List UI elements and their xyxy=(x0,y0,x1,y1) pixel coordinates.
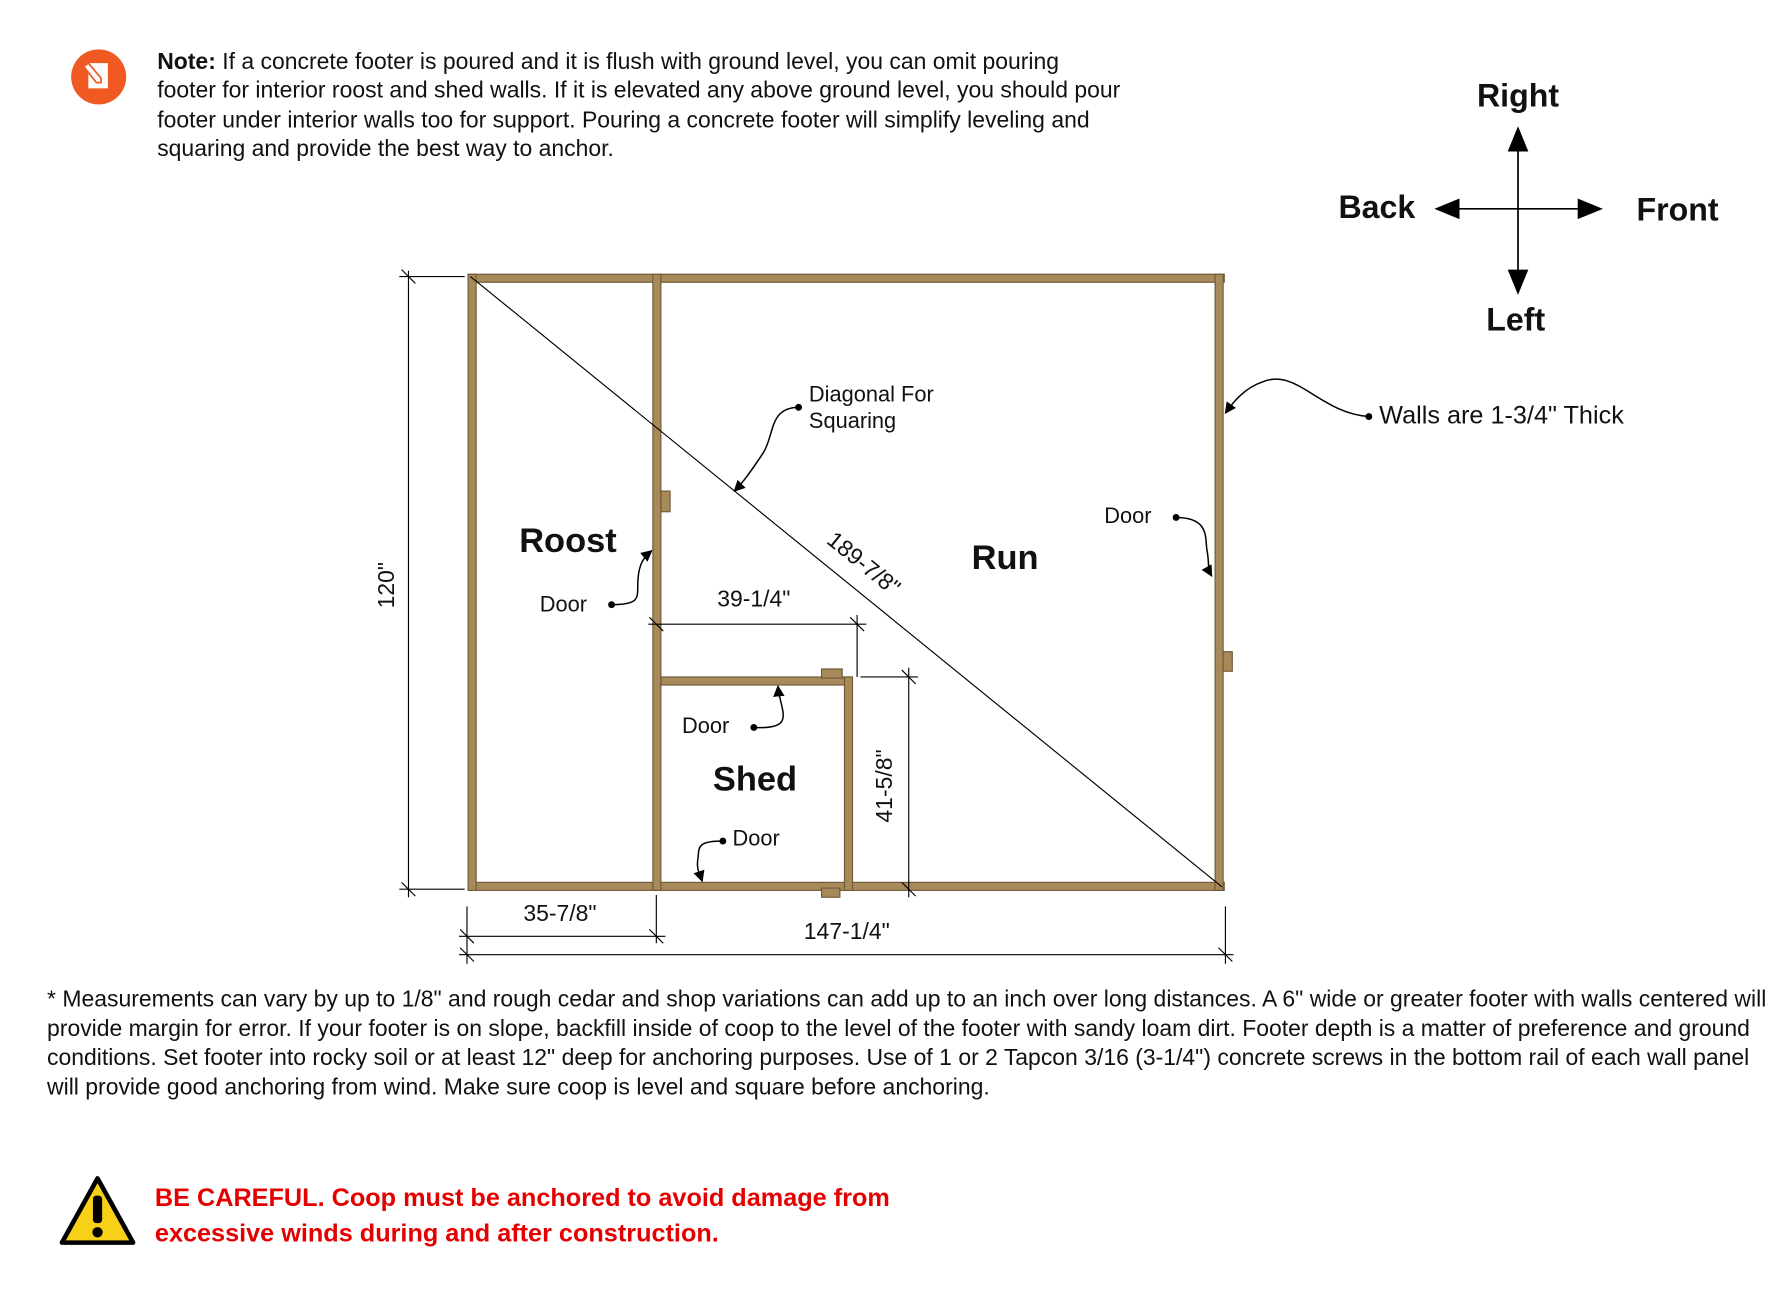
warning-line2: excessive winds during and after constru… xyxy=(154,1218,719,1248)
dimension-lines xyxy=(399,269,1234,964)
diagonal-line xyxy=(470,276,1223,888)
dim-roost-width: 35-7/8" xyxy=(523,901,597,927)
note-pencil-icon xyxy=(71,49,127,105)
compass-right-label: Right xyxy=(1476,78,1560,114)
compass-left-label: Left xyxy=(1486,301,1546,338)
room-roost: Roost xyxy=(519,522,617,560)
run-door-label: Door xyxy=(1104,504,1152,529)
warning-line1: BE CAREFUL. Coop must be anchored to avo… xyxy=(154,1182,890,1212)
dim-height: 120" xyxy=(374,561,400,609)
room-shed: Shed xyxy=(712,760,798,799)
leader-lines xyxy=(611,378,1369,883)
shed-door-label: Door xyxy=(682,714,730,739)
diagonal-label-line2: Squaring xyxy=(808,409,897,434)
warning-triangle-icon xyxy=(59,1176,136,1245)
compass-back-label: Back xyxy=(1338,189,1416,225)
dim-total-width: 147-1/4" xyxy=(803,919,890,945)
note-label: Note: xyxy=(157,49,216,75)
roost-door-label: Door xyxy=(539,593,588,618)
measurement-notes: * Measurements can vary by up to 1/8" an… xyxy=(47,986,1767,1100)
dim-shed-depth: 41-5/8" xyxy=(872,749,898,823)
note-text: Note: If a concrete footer is poured and… xyxy=(157,48,1121,164)
compass-arrows-icon xyxy=(1434,126,1603,295)
warning-text: BE CAREFUL. Coop must be anchored to avo… xyxy=(155,1180,1073,1251)
room-run: Run xyxy=(971,539,1039,578)
coop-walls xyxy=(467,273,1233,898)
compass-front-label: Front xyxy=(1636,191,1719,228)
diagonal-label-line1: Diagonal For xyxy=(808,383,934,408)
dim-shed-width: 39-1/4" xyxy=(717,586,791,613)
walls-thickness-label: Walls are 1-3/4" Thick xyxy=(1379,400,1624,430)
shed-front-door-label: Door xyxy=(732,827,780,852)
leader-dots xyxy=(608,403,1373,845)
note-body: If a concrete footer is poured and it is… xyxy=(157,49,1121,162)
